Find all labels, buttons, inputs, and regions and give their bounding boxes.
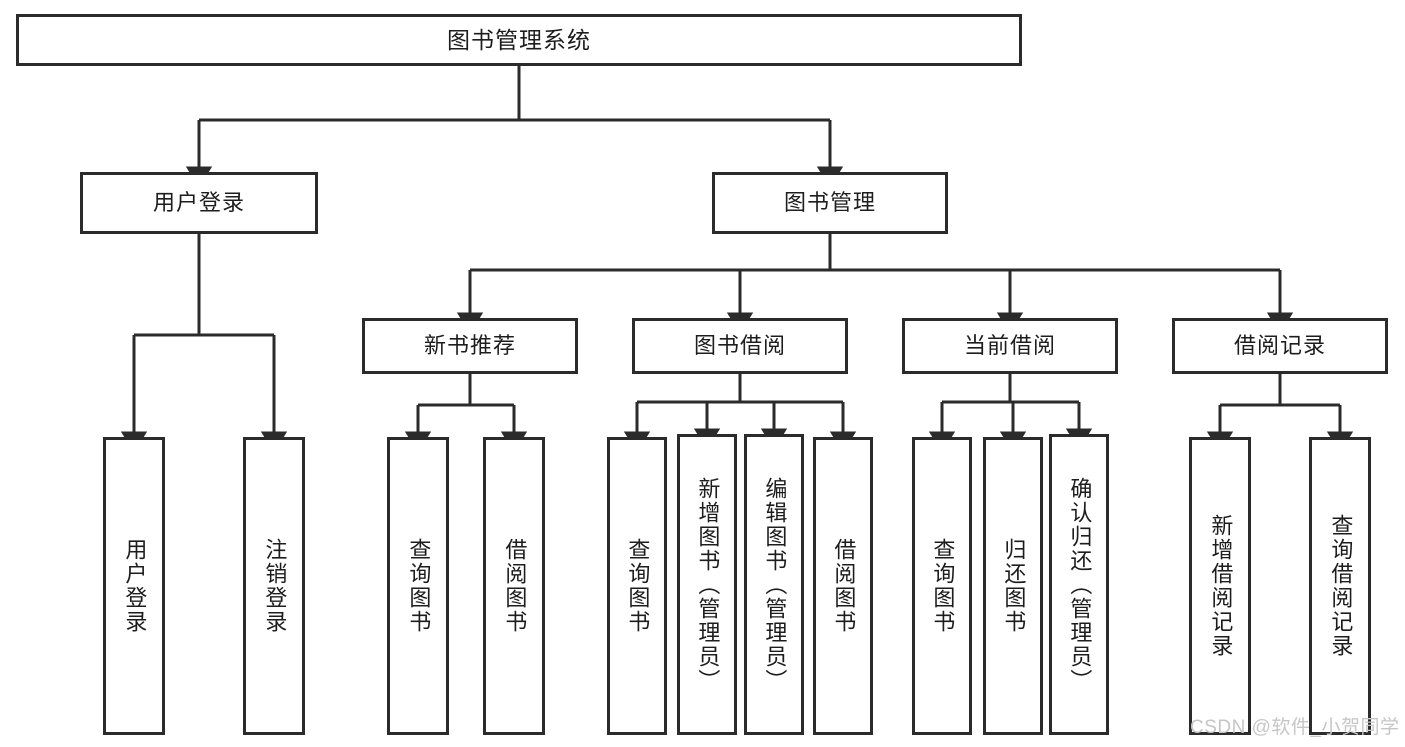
node-borrow[interactable]: 图书借阅 xyxy=(632,318,848,374)
node-addbook[interactable]: 新增图书（管理员） xyxy=(677,434,737,735)
node-userlogin[interactable]: 用户登录 xyxy=(103,437,165,735)
node-label: 注销登录 xyxy=(262,538,288,634)
node-bookmgmt[interactable]: 图书管理 xyxy=(712,172,948,234)
node-confirmret[interactable]: 确认归还（管理员） xyxy=(1049,434,1109,735)
node-label: 用户登录 xyxy=(122,538,148,634)
node-q2[interactable]: 查询图书 xyxy=(607,437,667,735)
node-label: 查询图书 xyxy=(406,538,432,634)
node-editbook[interactable]: 编辑图书（管理员） xyxy=(744,434,804,735)
node-label: 图书管理 xyxy=(783,190,876,216)
node-label: 新增借阅记录 xyxy=(1208,514,1234,658)
node-label: 新书推荐 xyxy=(423,333,516,359)
node-label: 查询图书 xyxy=(625,538,651,634)
node-label: 归还图书 xyxy=(1001,538,1027,634)
node-label: 编辑图书（管理员） xyxy=(762,476,788,693)
node-b1[interactable]: 借阅图书 xyxy=(483,437,545,735)
node-q1[interactable]: 查询图书 xyxy=(387,437,449,735)
node-login[interactable]: 用户登录 xyxy=(80,172,318,234)
node-b2[interactable]: 借阅图书 xyxy=(813,437,873,735)
node-label: 图书管理系统 xyxy=(447,26,591,53)
node-logout[interactable]: 注销登录 xyxy=(243,437,305,735)
node-records[interactable]: 借阅记录 xyxy=(1172,318,1388,374)
node-label: 借阅图书 xyxy=(831,538,857,634)
node-qrec[interactable]: 查询借阅记录 xyxy=(1309,437,1371,735)
node-label: 新增图书（管理员） xyxy=(695,476,721,693)
node-label: 图书借阅 xyxy=(693,333,786,359)
node-addrec[interactable]: 新增借阅记录 xyxy=(1189,437,1251,735)
node-current[interactable]: 当前借阅 xyxy=(902,318,1118,374)
node-root[interactable]: 图书管理系统 xyxy=(16,14,1022,66)
node-label: 确认归还（管理员） xyxy=(1067,476,1093,693)
node-label: 查询图书 xyxy=(930,538,956,634)
node-ret[interactable]: 归还图书 xyxy=(983,437,1043,735)
node-newbook[interactable]: 新书推荐 xyxy=(362,318,578,374)
node-label: 借阅图书 xyxy=(502,538,528,634)
node-label: 查询借阅记录 xyxy=(1328,514,1354,658)
node-label: 借阅记录 xyxy=(1233,333,1326,359)
node-label: 当前借阅 xyxy=(963,333,1056,359)
node-q3[interactable]: 查询图书 xyxy=(912,437,972,735)
node-label: 用户登录 xyxy=(152,190,245,216)
